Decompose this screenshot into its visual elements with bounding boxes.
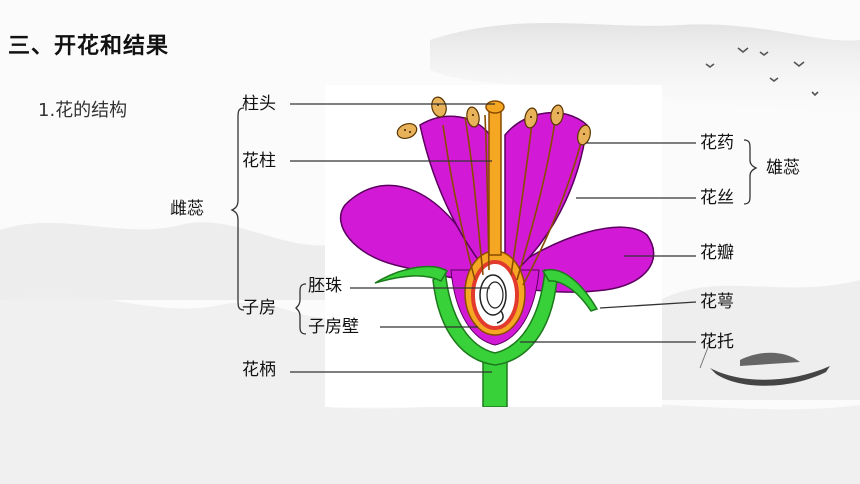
slide-title: 三、开花和结果 xyxy=(8,34,170,59)
label-pistil: 雌蕊 xyxy=(170,199,204,219)
label-ovule: 胚珠 xyxy=(308,276,342,296)
sepal-right xyxy=(541,269,599,312)
label-anther: 花药 xyxy=(700,133,734,153)
filaments xyxy=(442,114,584,286)
label-pedicel: 花柄 xyxy=(242,360,276,380)
label-petal: 花瓣 xyxy=(700,243,734,263)
label-filament: 花丝 xyxy=(700,188,734,208)
stigma xyxy=(485,100,505,114)
sepal-left xyxy=(374,265,449,284)
label-sepal: 花萼 xyxy=(700,292,734,312)
label-style: 花柱 xyxy=(242,151,276,171)
label-ovary: 子房 xyxy=(242,298,276,318)
diagram-panel xyxy=(325,85,662,408)
flower-structure-diagram xyxy=(339,96,655,408)
ovule xyxy=(479,274,507,324)
label-stamen: 雄蕊 xyxy=(766,158,800,178)
section-subtitle: 1.花的结构 xyxy=(38,100,128,121)
birds-icon xyxy=(705,47,819,97)
style xyxy=(488,106,502,256)
label-ovary-wall: 子房壁 xyxy=(308,317,359,337)
label-stigma: 柱头 xyxy=(242,94,276,114)
label-receptacle: 花托 xyxy=(700,332,734,352)
boat-icon xyxy=(699,341,830,386)
